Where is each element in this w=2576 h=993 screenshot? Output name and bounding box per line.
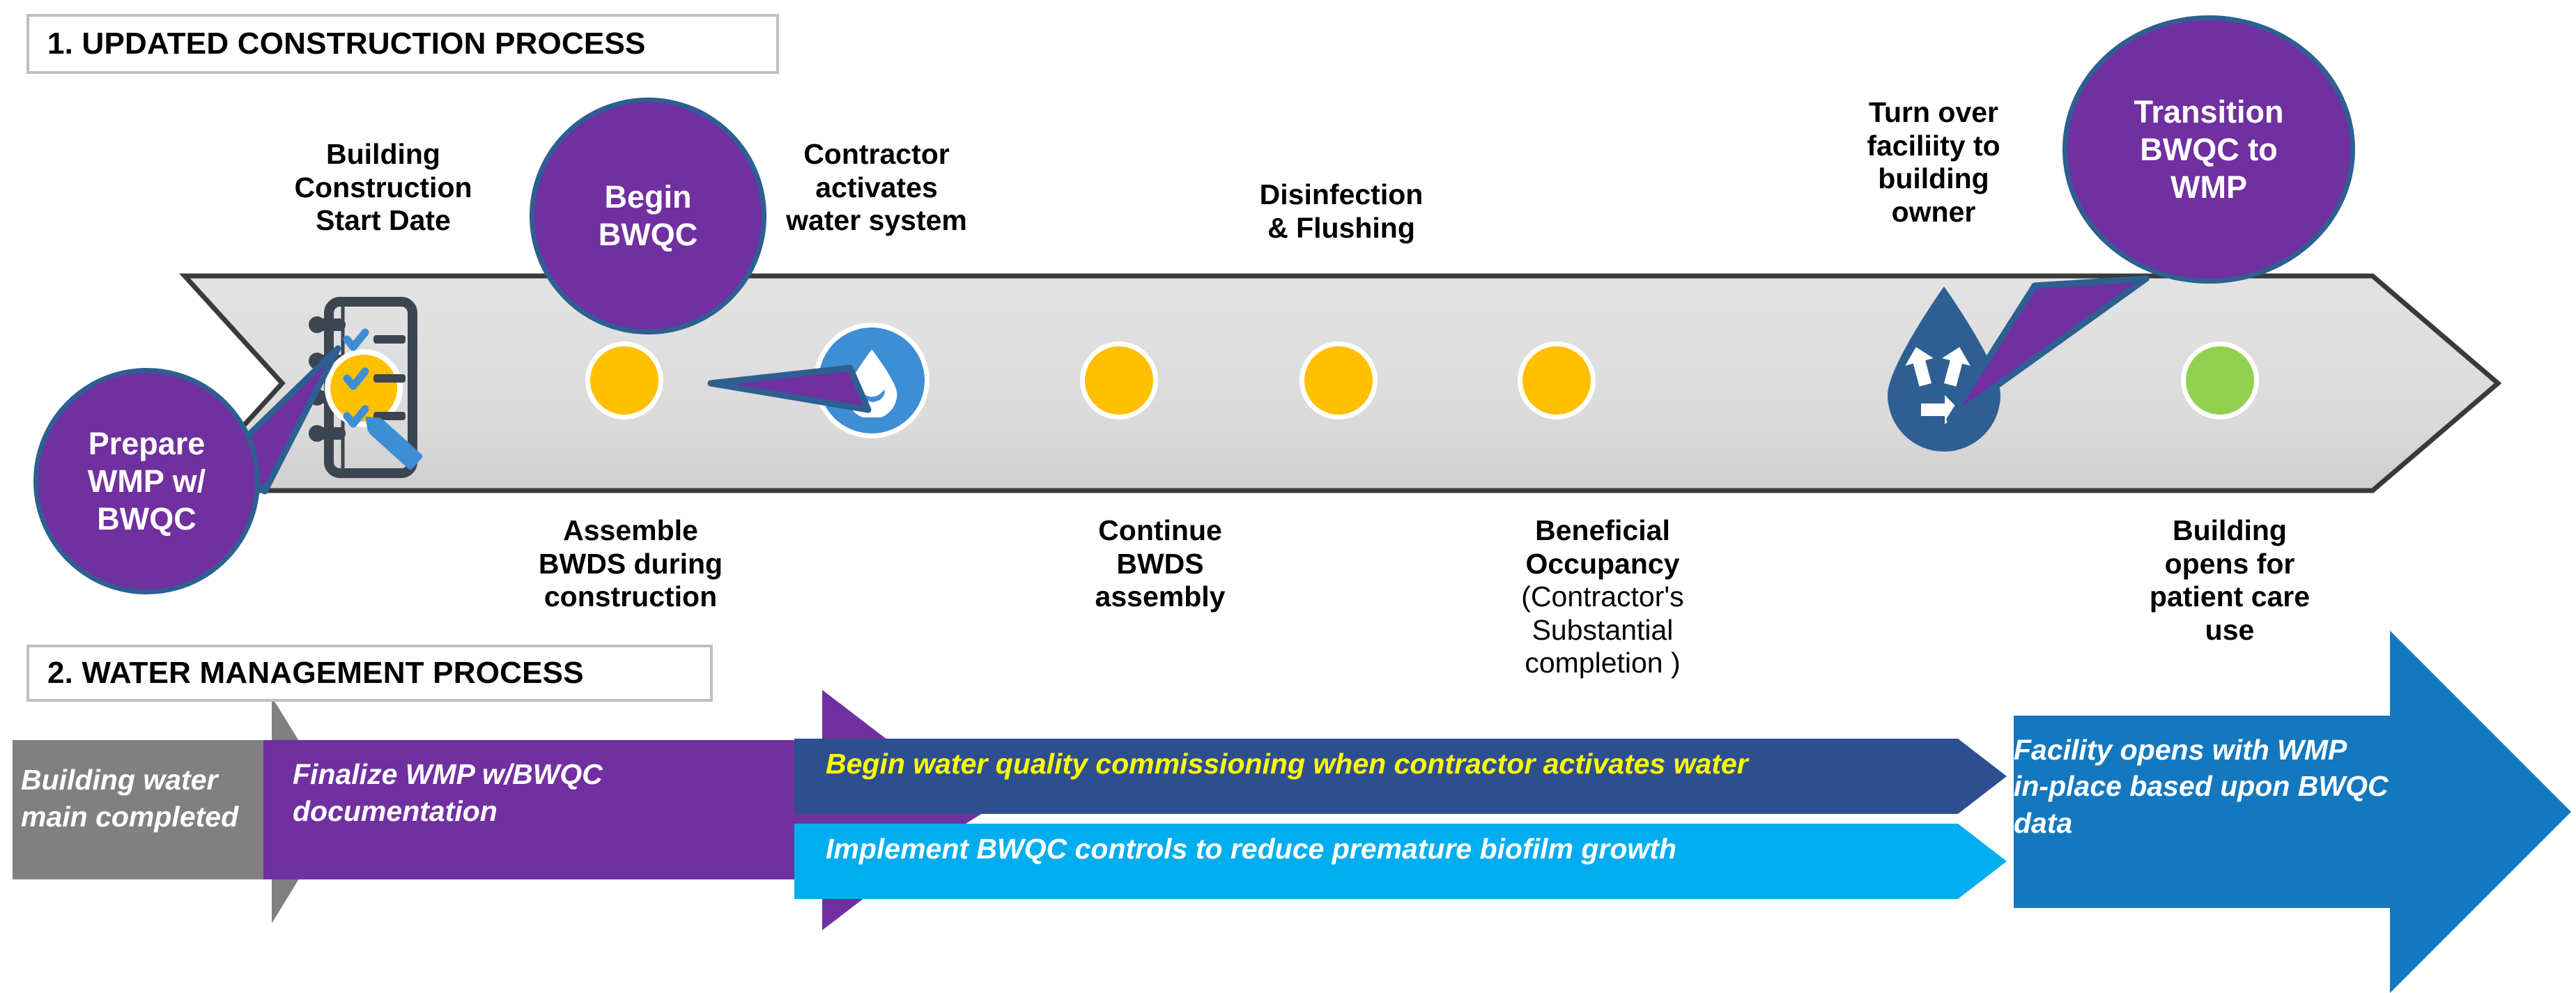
- bar-implement-bwqc-controls: [794, 824, 2007, 899]
- chevron-label-building-water-main-completed: Building water main completed: [21, 764, 239, 833]
- section-2-title: 2. WATER MANAGEMENT PROCESS: [47, 656, 584, 690]
- bar-label-begin-water-quality-commissioning: Begin water quality commissioning when c…: [826, 748, 1748, 780]
- label-line: Contractor activates water system: [786, 138, 967, 237]
- bubble-prepare-wmp-w-bwqc[interactable]: Prepare WMP w/ BWQC: [33, 368, 260, 594]
- section-1-title-box: 1. UPDATED CONSTRUCTION PROCESS: [26, 14, 779, 74]
- label-turn-over-facility-to-building-owner: Turn over faciliity to building owner: [1829, 96, 2038, 229]
- label-disinfection-and-flushing: Disinfection & Flushing: [1209, 178, 1474, 245]
- section-2-title-box: 2. WATER MANAGEMENT PROCESS: [26, 645, 713, 702]
- label-line: Building opens for patient care use: [2149, 514, 2311, 646]
- label-line: Beneficial Occupancy: [1525, 514, 1680, 580]
- label-line: Building Construction Start Date: [294, 138, 472, 237]
- arrow-facility-opens-with-wmp: [2014, 631, 2571, 993]
- label-line: Continue BWDS assembly: [1095, 514, 1226, 613]
- bubble-tail-begin-bwqc: [707, 364, 872, 413]
- node-dot-5: [2181, 341, 2259, 419]
- label-continue-bwds-assembly: Continue BWDS assembly: [1045, 514, 1275, 614]
- node-dot-1: [585, 341, 663, 419]
- chevron-label-finalize-wmp-documentation: Finalize WMP w/BWQC documentation: [293, 758, 603, 828]
- label-assemble-bwds-during-construction: Assemble BWDS during construction: [502, 514, 759, 614]
- label-note: (Contractor's Substantial completion ): [1521, 580, 1684, 679]
- bubble-begin-bwqc[interactable]: Begin BWQC: [530, 98, 766, 334]
- label-contractor-activates-water-system: Contractor activates water system: [758, 138, 995, 238]
- label-line: Turn over faciliity to building owner: [1867, 96, 2000, 228]
- node-dot-3: [1299, 341, 1378, 419]
- bubble-text: Transition BWQC to WMP: [2134, 93, 2284, 205]
- node-checklist: [286, 282, 432, 491]
- label-beneficial-occupancy: Beneficial Occupancy (Contractor's Subst…: [1463, 514, 1742, 680]
- bar-begin-water-quality-commissioning: [794, 739, 2007, 814]
- node-dot-2: [1080, 341, 1158, 419]
- bubble-tail-transition-bwqc: [1946, 275, 2150, 423]
- bubble-transition-bwqc-to-wmp[interactable]: Transition BWQC to WMP: [2062, 15, 2355, 284]
- section-1-title: 1. UPDATED CONSTRUCTION PROCESS: [47, 26, 646, 61]
- bar-label-implement-bwqc-controls: Implement BWQC controls to reduce premat…: [826, 833, 1676, 865]
- label-building-opens-for-patient-care-use: Building opens for patient care use: [2111, 514, 2348, 647]
- bubble-text: Begin BWQC: [598, 179, 698, 252]
- label-line: Assemble BWDS during construction: [538, 514, 723, 613]
- arrow-label-facility-opens-with-wmp: Facility opens with WMP in-place based u…: [2014, 734, 2389, 839]
- label-line: Disinfection & Flushing: [1259, 178, 1424, 244]
- node-dot-4: [1518, 341, 1596, 419]
- label-building-construction-start-date: Building Construction Start Date: [272, 138, 495, 238]
- bubble-text: Prepare WMP w/ BWQC: [87, 425, 206, 537]
